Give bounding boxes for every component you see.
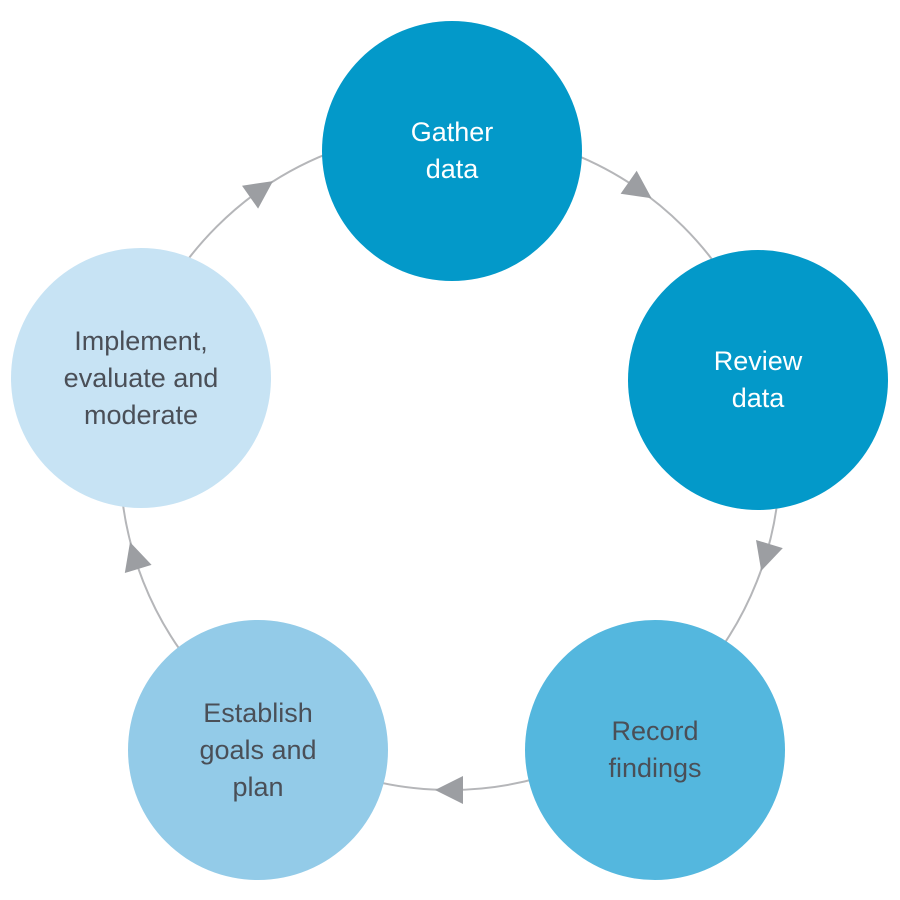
arrow-gather-to-review-icon: [620, 170, 652, 199]
step-gather-data: Gather data: [322, 21, 582, 281]
step-establish-goals: Establish goals and plan: [128, 620, 388, 880]
step-gather-label: Gather data: [410, 117, 494, 184]
step-implement-evaluate: Implement, evaluate and moderate: [11, 248, 271, 508]
arrow-review-to-record-icon: [756, 539, 783, 571]
step-implement-label: Implement, evaluate and moderate: [63, 325, 219, 430]
step-review-label: Review data: [713, 346, 803, 413]
step-record-findings: Record findings: [525, 620, 785, 880]
arrow-implement-to-gather-icon: [242, 181, 273, 209]
arrow-establish-to-implement-icon: [124, 542, 152, 574]
arrow-record-to-establish-icon: [435, 776, 463, 804]
step-review-data: Review data: [628, 250, 888, 510]
step-record-label: Record findings: [608, 716, 702, 783]
step-establish-label: Establish goals and plan: [199, 697, 317, 802]
